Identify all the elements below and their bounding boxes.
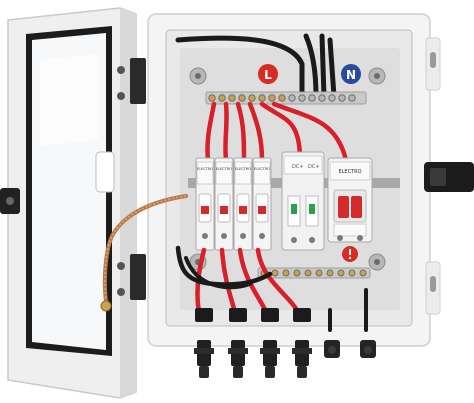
red-cables-upper: [205, 101, 349, 163]
busbar-terminal: [359, 269, 367, 277]
hinge-top: [130, 58, 146, 104]
busbar-terminal: [288, 94, 296, 102]
fuse-brand-label: ELECTRO: [216, 167, 232, 171]
mc4-connector: [228, 308, 248, 378]
line-badge: L: [258, 64, 278, 84]
surge-protector: DC+ DC+: [281, 151, 325, 251]
busbar-terminal: [348, 94, 356, 102]
fuse-holder: ELECTRO: [214, 157, 234, 251]
busbar-terminal: [238, 94, 246, 102]
busbar-terminal: [228, 94, 236, 102]
busbar-terminal: [337, 269, 345, 277]
fuse-brand-label: ELECTRO: [197, 167, 213, 171]
breaker-brand: ELECTRO: [338, 169, 361, 175]
busbar-terminal: [248, 94, 256, 102]
fuse-holder: ELECTRO: [233, 157, 253, 251]
busbar-terminal: [338, 94, 346, 102]
breaker-toggle-right: [351, 196, 362, 218]
busbar-terminal: [258, 94, 266, 102]
fuse-indicator: [239, 206, 247, 214]
busbar-terminal: [318, 94, 326, 102]
busbar-terminal: [278, 94, 286, 102]
cable-gland: [324, 340, 340, 358]
neutral-badge-label: N: [346, 68, 356, 82]
mc4-connector: [194, 308, 214, 378]
cable-gland: [360, 340, 376, 358]
busbar-terminal: [282, 269, 290, 277]
busbar-terminal: [328, 94, 336, 102]
fuse-indicator: [220, 206, 228, 214]
busbar-terminal: [271, 269, 279, 277]
line-badge-label: L: [264, 68, 272, 82]
mc4-connector: [292, 308, 312, 378]
top-busbar: [205, 91, 367, 105]
fuse-holder: ELECTRO: [252, 157, 272, 251]
spd-indicator-right: [309, 204, 315, 214]
ground-strap: [100, 194, 188, 312]
fuse-holder: ELECTRO: [195, 157, 215, 251]
spd-mark-left: DC+: [292, 164, 304, 170]
busbar-terminal: [315, 269, 323, 277]
spd-indicator-left: [291, 204, 297, 214]
busbar-terminal: [298, 94, 306, 102]
busbar-terminal: [208, 94, 216, 102]
bottom-busbar: [257, 267, 371, 279]
busbar-terminal: [293, 269, 301, 277]
spd-mark-right: DC+: [308, 164, 320, 170]
busbar-terminal: [326, 269, 334, 277]
circuit-breaker: ELECTRO: [327, 157, 373, 262]
mc4-connector: [260, 308, 280, 378]
busbar-terminal: [218, 94, 226, 102]
busbar-terminal: [348, 269, 356, 277]
fuse-brand-label: ELECTRO: [235, 167, 251, 171]
breaker-toggle-left: [338, 196, 349, 218]
fuse-brand-label: ELECTRO: [254, 167, 270, 171]
busbar-terminal: [304, 269, 312, 277]
top-cables: [175, 33, 337, 99]
busbar-terminal: [308, 94, 316, 102]
fuse-indicator: [201, 206, 209, 214]
enclosure-door: [0, 7, 146, 399]
neutral-badge: N: [341, 64, 361, 84]
hinge-bottom: [130, 254, 146, 300]
busbar-terminal: [268, 94, 276, 102]
fuse-indicator: [258, 206, 266, 214]
bottom-connectors: [194, 308, 376, 378]
